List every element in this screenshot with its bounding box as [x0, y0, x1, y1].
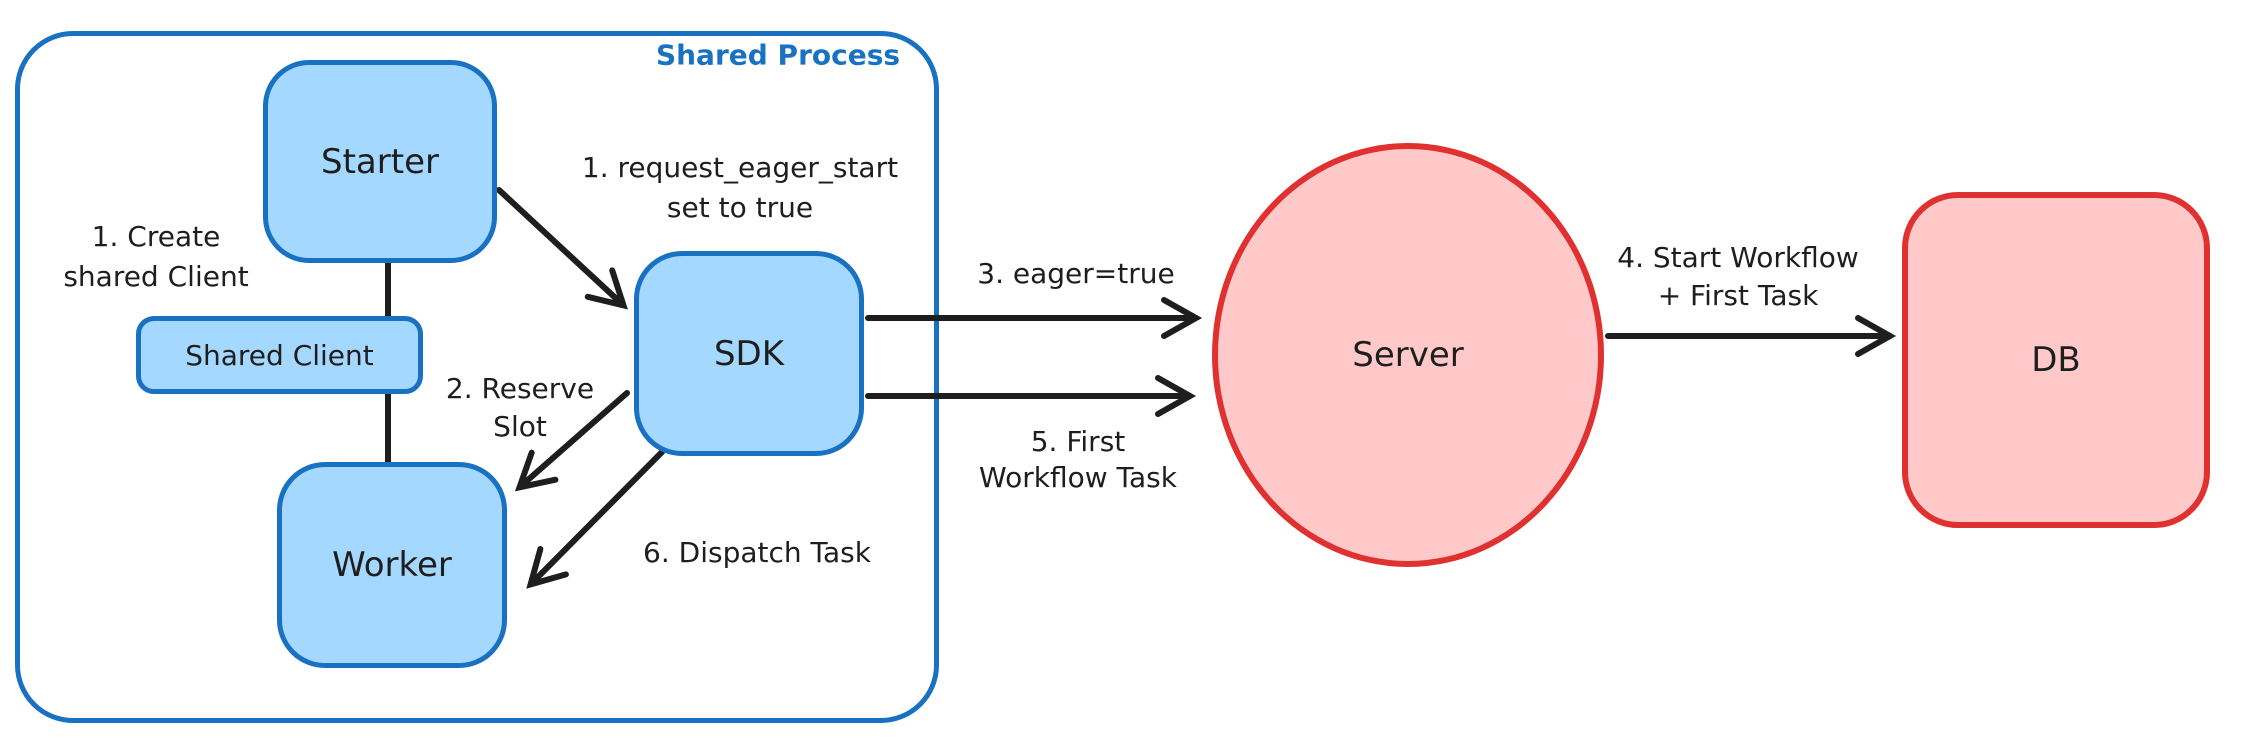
annotation-line: Slot: [493, 410, 547, 443]
shared-process-label: Shared Process: [655, 38, 901, 72]
node-worker: Worker: [277, 462, 507, 668]
annotation-line: set to true: [666, 191, 814, 224]
annotation-eager-true: 3. eager=true: [977, 258, 1174, 290]
node-shared-client-label: Shared Client: [185, 338, 374, 372]
annotation-request-eager-start: 1. request_eager_start set to true: [582, 148, 898, 228]
annotation-start-workflow: 4. Start Workflow + First Task: [1617, 239, 1859, 315]
node-starter-label: Starter: [321, 141, 439, 182]
annotation-first-workflow-task: 5. First Workflow Task: [979, 424, 1177, 496]
annotation-line: 6. Dispatch Task: [643, 536, 871, 569]
node-server-label: Server: [1352, 335, 1464, 375]
annotation-line: 5. First: [1030, 425, 1126, 458]
annotation-reserve-slot: 2. Reserve Slot: [446, 370, 594, 446]
node-starter: Starter: [263, 60, 497, 263]
annotation-line: shared Client: [63, 260, 249, 293]
node-worker-label: Worker: [332, 545, 452, 585]
annotation-line: 3. eager=true: [977, 257, 1175, 290]
annotation-line: Workflow Task: [979, 461, 1177, 494]
annotation-dispatch-task: 6. Dispatch Task: [643, 537, 871, 569]
annotation-line: 1. request_eager_start: [581, 151, 899, 184]
node-shared-client: Shared Client: [136, 316, 423, 394]
annotation-create-shared-client: 1. Create shared Client: [63, 217, 248, 297]
node-db-label: DB: [2031, 340, 2081, 380]
shared-process-group: [15, 31, 939, 723]
annotation-line: 4. Start Workflow: [1617, 241, 1859, 274]
annotation-line: 2. Reserve: [445, 372, 595, 405]
node-server: Server: [1212, 143, 1604, 567]
node-sdk: SDK: [634, 251, 864, 456]
annotation-line: + First Task: [1657, 279, 1819, 312]
node-db: DB: [1902, 192, 2210, 528]
node-sdk-label: SDK: [713, 333, 785, 374]
annotation-line: 1. Create: [91, 220, 221, 253]
